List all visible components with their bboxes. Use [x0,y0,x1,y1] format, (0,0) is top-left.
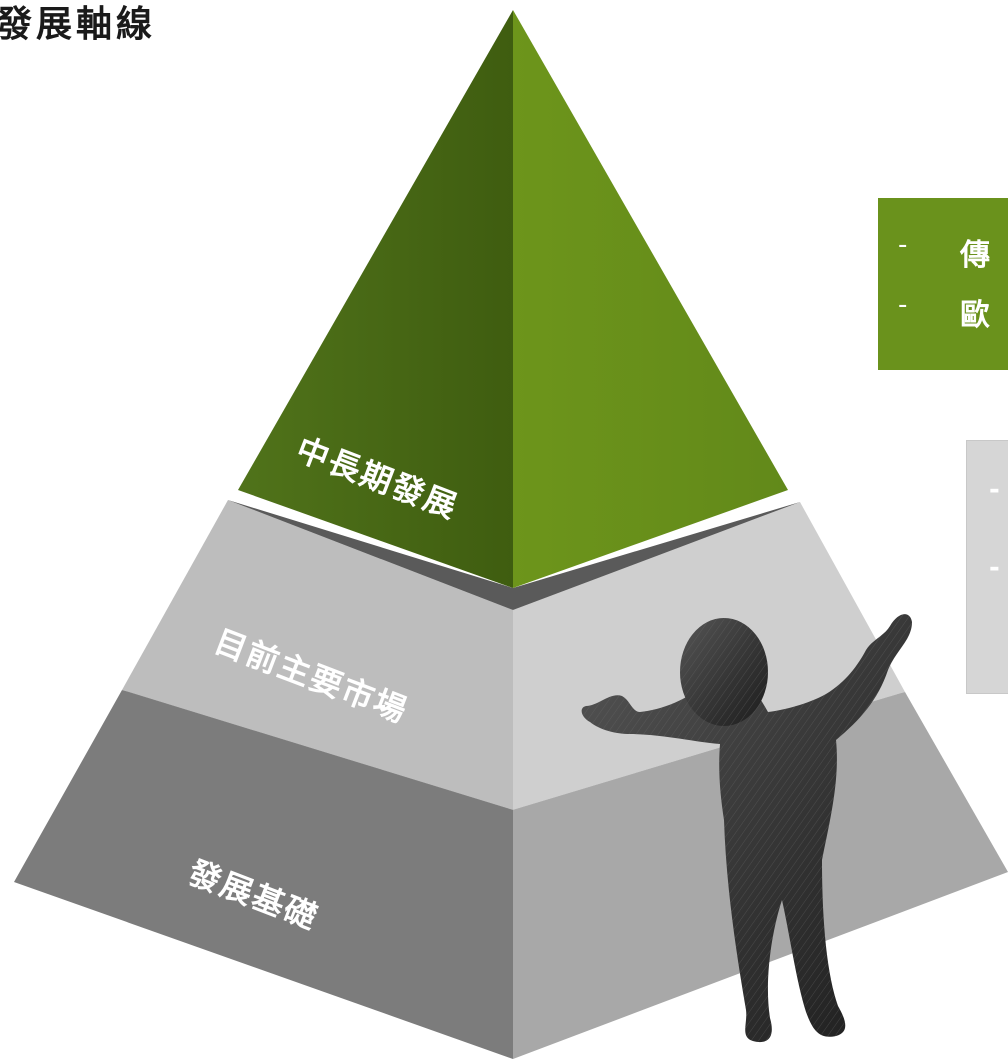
callout-gray-item: - [989,553,1000,583]
tier-top-right-face [513,10,788,588]
callout-gray-item: - [989,475,1000,505]
cheering-person-icon [581,614,912,1043]
tier-middle-ledge [228,500,800,610]
tier-middle-left-face [122,500,513,810]
callout-green-text: 歐 [960,298,990,333]
callout-green: - 傳 - 歐 [878,198,1008,370]
tier-base-left-face [14,690,513,1059]
page-title: 發展軸線 [0,4,157,45]
callout-green-text: 傳 [960,238,990,273]
tier-top-left-face [238,10,513,588]
callout-gray: - - [966,440,1008,694]
pyramid-tier-top [238,10,788,588]
